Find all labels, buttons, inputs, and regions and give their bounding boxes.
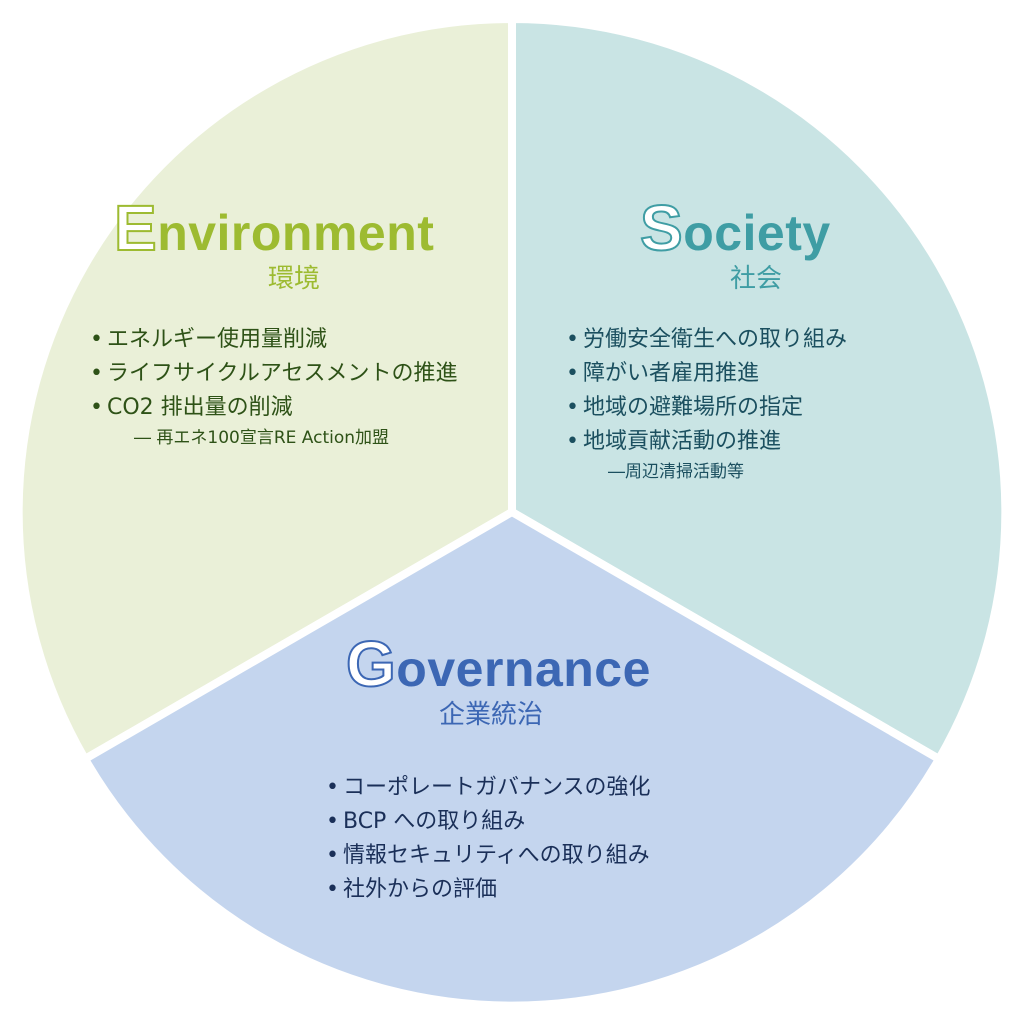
list-item: BCP への取り組み (326, 805, 726, 839)
list-item: 地域の避難場所の指定 (566, 391, 946, 425)
list-item: ライフサイクルアセスメントの推進 (90, 357, 474, 391)
governance-list: コーポレートガバナンスの強化 BCP への取り組み 情報セキュリティへの取り組み… (326, 771, 726, 907)
environment-list: エネルギー使用量削減 ライフサイクルアセスメントの推進 CO2 排出量の削減 (90, 323, 474, 425)
list-item: 地域貢献活動の推進 (566, 425, 946, 459)
society-heading: Society (639, 195, 946, 261)
society-subtitle: 社会 (729, 264, 782, 294)
environment-heading-rest: nvironment (157, 205, 435, 261)
society-list: 労働安全衛生への取り組み 障がい者雇用推進 地域の避難場所の指定 地域貢献活動の… (566, 323, 946, 459)
governance-subtitle: 企業統治 (438, 700, 543, 730)
environment-heading: Environment (113, 195, 474, 261)
list-item: 障がい者雇用推進 (566, 357, 946, 391)
list-item: 情報セキュリティへの取り組み (326, 839, 726, 873)
society-initial: S (639, 192, 684, 264)
environment-subtitle: 環境 (267, 264, 320, 294)
governance-block: Governance 企業統治 コーポレートガバナンスの強化 BCP への取り組… (326, 631, 726, 907)
environment-initial: E (113, 192, 158, 264)
environment-block: Environment 環境 エネルギー使用量削減 ライフサイクルアセスメントの… (107, 195, 474, 451)
governance-heading-rest: overnance (396, 641, 651, 697)
list-item: 労働安全衛生への取り組み (566, 323, 946, 357)
society-heading-rest: ociety (683, 205, 831, 261)
environment-note: ― 再エネ100宣言RE Action加盟 (134, 428, 390, 448)
society-note: ―周辺清掃活動等 (608, 462, 744, 482)
governance-heading: Governance (345, 631, 726, 697)
list-item: コーポレートガバナンスの強化 (326, 771, 726, 805)
society-block: Society 社会 労働安全衛生への取り組み 障がい者雇用推進 地域の避難場所… (566, 195, 946, 485)
list-item: エネルギー使用量削減 (90, 323, 474, 357)
list-item: CO2 排出量の削減 (90, 391, 474, 425)
governance-initial: G (345, 628, 397, 700)
list-item: 社外からの評価 (326, 873, 726, 907)
